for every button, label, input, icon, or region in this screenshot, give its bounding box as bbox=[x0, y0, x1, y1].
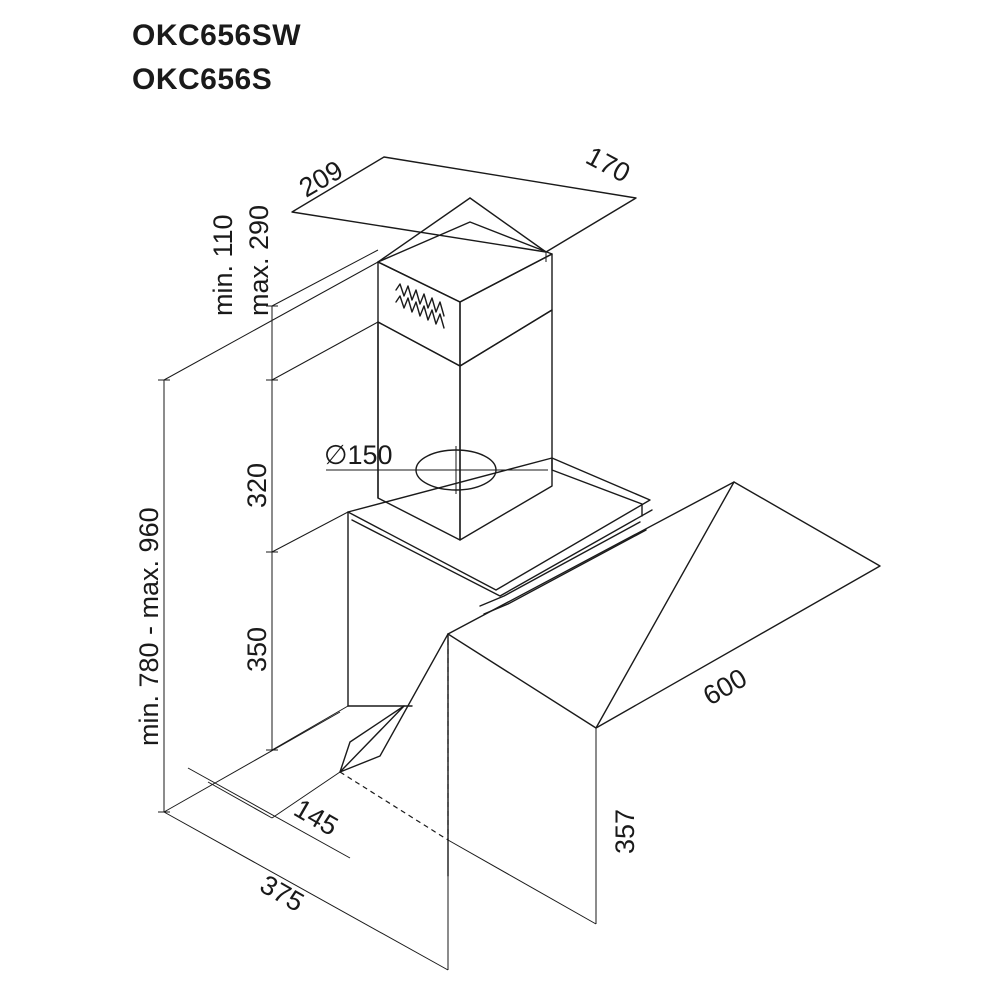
height-dimension-lines bbox=[158, 249, 379, 813]
top-dimension-lines bbox=[291, 156, 637, 263]
model-list: OKC656SW OKC656S bbox=[132, 14, 301, 102]
label-total-height: min. 780 - max. 960 bbox=[134, 507, 164, 746]
model-name-s: OKC656S bbox=[132, 63, 273, 96]
label-depth: 375 bbox=[255, 869, 309, 918]
width-dimension-lines bbox=[447, 728, 597, 925]
vent-grille bbox=[395, 283, 445, 329]
label-chimney-depth: 209 bbox=[294, 155, 348, 204]
depth-dimension-lines bbox=[163, 711, 449, 971]
label-front-height: 357 bbox=[610, 809, 640, 854]
label-duct-diameter: ∅150 bbox=[324, 440, 393, 470]
label-chimney-width: 170 bbox=[581, 141, 635, 189]
label-canopy-height: 350 bbox=[242, 627, 272, 672]
hood-canopy bbox=[339, 457, 881, 877]
duct-opening bbox=[326, 446, 548, 494]
chimney-body bbox=[377, 309, 553, 541]
label-width: 600 bbox=[698, 663, 752, 712]
model-name-sw: OKC656SW bbox=[132, 19, 302, 52]
label-chimney-height: 320 bbox=[242, 463, 272, 508]
label-extension-min: min. 110 bbox=[208, 214, 238, 316]
label-extension-max: max. 290 bbox=[244, 205, 274, 316]
